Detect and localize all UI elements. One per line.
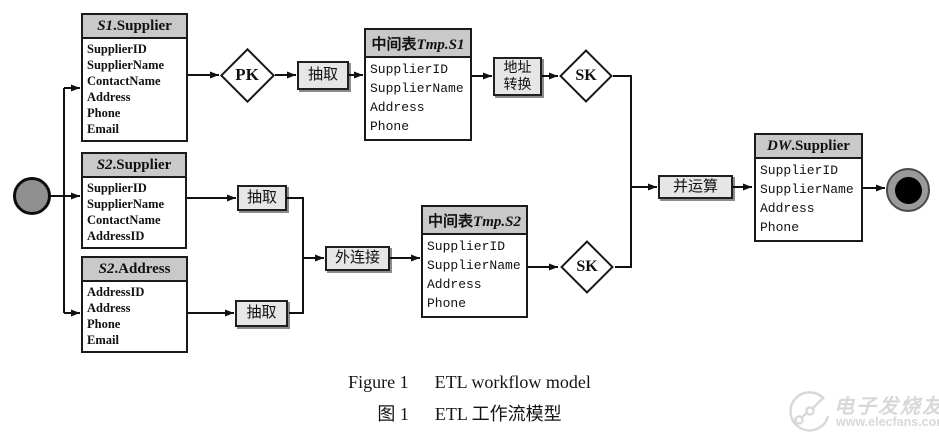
table-header: 中间表Tmp.S2 [423,207,526,235]
table-title-prefix: S2 [96,157,113,173]
process-outer-join: 外连接 [325,246,390,271]
table-title: Tmp.S1 [416,37,465,53]
table-header: S1.Supplier [83,15,186,39]
table-field: ContactName [87,74,161,88]
table-title: .Supplier [113,18,172,34]
decision-sk-1: SK [559,49,613,103]
table-body: AddressID Address Phone Email [83,282,186,351]
watermark-brand: 电子发烧友 [834,396,939,418]
table-dw-supplier: DW.Supplier SupplierID SupplierName Addr… [754,133,863,242]
process-label: 抽取 [246,305,277,321]
process-label-line1: 地址 [503,60,532,76]
table-title: Tmp.S2 [473,214,521,230]
table-field: Address [427,277,482,292]
table-field: Phone [427,296,467,311]
table-field: SupplierID [87,42,147,56]
end-node-core [894,176,922,204]
table-title: .Address [114,261,171,277]
elecfans-logo-icon [789,391,830,432]
table-title-cn: 中间表 [371,37,417,53]
table-field: SupplierID [370,62,449,77]
process-extract-2: 抽取 [237,185,287,211]
process-address-convert: 地址 转换 [493,57,542,96]
table-s2-supplier: S2.Supplier SupplierID SupplierName Cont… [81,152,187,249]
table-field: Phone [87,317,121,331]
connector-extract-merge-vertical [287,197,304,314]
table-title: .Supplier [112,157,172,173]
process-label: 抽取 [246,189,277,206]
table-body: SupplierID SupplierName ContactName Addr… [83,178,185,247]
table-field: Phone [370,119,410,134]
table-field: Phone [760,220,800,235]
figure-caption-en: Figure 1 ETL workflow model [0,372,939,393]
figure-caption-cn: 图 1 ETL 工作流模型 [0,400,939,426]
table-header: DW.Supplier [756,135,861,159]
table-title-cn: 中间表 [428,214,474,230]
table-header: S2.Address [83,258,186,282]
figure-number-en: Figure 1 [348,372,409,392]
table-field: SupplierID [427,239,506,254]
table-field: Email [87,333,119,347]
table-body: SupplierID SupplierName Address Phone [366,58,470,139]
table-body: SupplierID SupplierName Address Phone [756,159,861,240]
table-field: SupplierID [760,163,839,178]
process-extract-3: 抽取 [235,300,288,327]
process-extract-1: 抽取 [297,61,349,90]
table-s2-address: S2.Address AddressID Address Phone Email [81,256,188,353]
table-field: Address [760,201,815,216]
table-s1-supplier: S1.Supplier SupplierID SupplierName Cont… [81,13,188,142]
table-field: Address [87,301,131,315]
figure-number-cn: 图 1 [377,404,409,424]
process-label-line2: 转换 [503,77,532,93]
process-label: 抽取 [307,67,338,83]
process-label: 外连接 [334,250,380,266]
table-field: Address [370,100,425,115]
figure-title-cn: ETL 工作流模型 [434,404,562,424]
table-field: Address [87,90,131,104]
table-title-prefix: DW [767,138,792,154]
table-header: S2.Supplier [83,154,185,178]
table-field: SupplierName [87,58,165,72]
table-field: SupplierName [370,81,464,96]
table-body: SupplierID SupplierName ContactName Addr… [83,39,186,140]
decision-pk: PK [219,47,275,103]
figure-title-en: ETL workflow model [434,372,591,392]
decision-label: SK [575,67,597,84]
end-node [886,168,930,212]
process-union: 并运算 [658,175,733,199]
table-body: SupplierID SupplierName Address Phone [423,235,526,316]
process-label: 并运算 [672,178,718,195]
table-field: AddressID [87,229,145,243]
decision-label: SK [576,258,598,275]
connector-sk-merge-vertical [613,75,632,268]
table-field: SupplierID [87,181,147,195]
table-title-prefix: S2 [98,261,115,277]
watermark: 电子发烧友 www.elecfans.com [786,382,939,438]
table-tmp-s2: 中间表Tmp.S2 SupplierID SupplierName Addres… [421,205,528,318]
table-field: Email [87,122,119,136]
decision-label: PK [235,65,259,84]
table-field: SupplierName [760,182,854,197]
table-tmp-s1: 中间表Tmp.S1 SupplierID SupplierName Addres… [364,28,472,141]
watermark-url: www.elecfans.com [836,415,939,429]
table-field: ContactName [87,213,161,227]
table-title: .Supplier [791,138,850,154]
start-node [13,177,51,215]
table-title-prefix: S1 [97,18,114,34]
table-field: SupplierName [427,258,521,273]
table-header: 中间表Tmp.S1 [366,30,470,58]
table-field: Phone [87,106,121,120]
table-field: AddressID [87,285,145,299]
table-field: SupplierName [87,197,165,211]
decision-sk-2: SK [560,240,614,294]
